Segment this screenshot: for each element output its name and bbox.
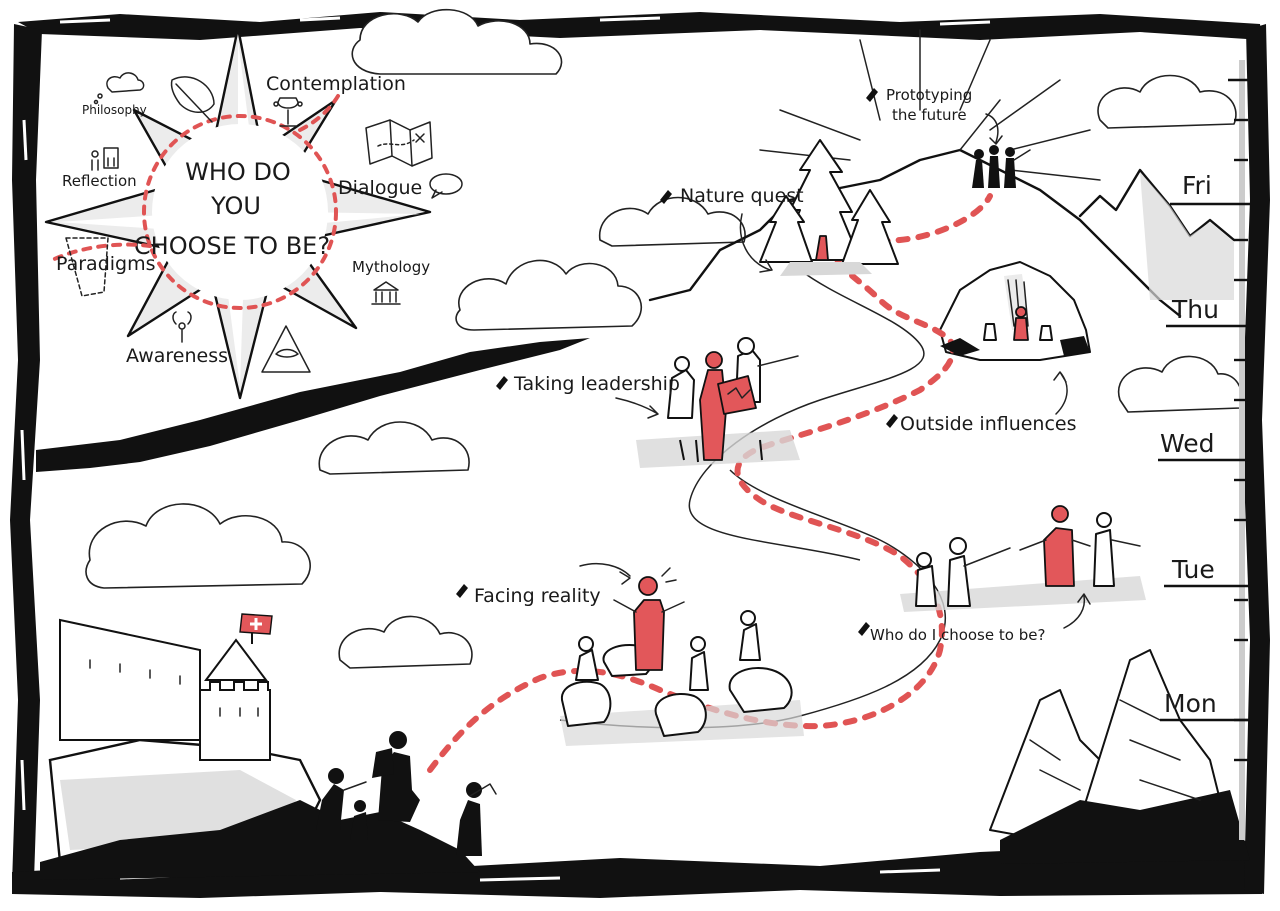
pen-icon-outside: [886, 414, 898, 428]
arrow-prototyping: [985, 113, 1003, 145]
chat-bubble-icon: [429, 173, 463, 199]
arrow-reality: [579, 562, 631, 585]
bridge-group: [900, 505, 1146, 612]
pen-icon-choose: [858, 622, 870, 636]
landscape: [36, 148, 1250, 880]
cloud-lower-center: [338, 615, 473, 669]
timeline-day-wed: Wed: [1160, 429, 1215, 458]
label-facing-reality: Facing reality: [474, 585, 601, 607]
label-outside-influences: Outside influences: [900, 413, 1077, 435]
flag-icon: [239, 613, 273, 635]
winding-road-upper: [688, 269, 925, 561]
reality-group: [560, 567, 804, 746]
trophy-icon: [273, 97, 303, 127]
eye-pyramid-icon: [261, 325, 311, 373]
frame-bottom-edge: [12, 840, 1262, 898]
castle-wall-windows: [89, 659, 181, 685]
frame-right-edge: [1242, 24, 1270, 894]
label-mythology: Mythology: [352, 258, 430, 276]
compass-title-line3: CHOOSE TO BE?: [134, 232, 330, 260]
compass-ring: [142, 114, 338, 310]
cloud-mid: [599, 196, 746, 247]
hikers: [316, 731, 497, 856]
timeline-day-thu: Thu: [1171, 295, 1219, 324]
cloud-lower-left: [85, 503, 311, 589]
timeline-day-fri: Fri: [1182, 171, 1212, 200]
cloud-top: [351, 8, 563, 75]
compass-title-line1: WHO DO: [185, 158, 291, 186]
feather-icon: [170, 76, 215, 123]
clouds: [85, 8, 1243, 669]
compass-connector-top: [298, 94, 340, 132]
arrow-leadership: [615, 397, 659, 419]
leadership-group: [636, 337, 800, 468]
far-peaks-shade: [1140, 172, 1234, 300]
castle-tower-windows: [219, 707, 259, 717]
compass-title-line2: YOU: [210, 192, 261, 220]
timeline-day-underlines: [1158, 202, 1250, 722]
castle-tower: [199, 681, 271, 761]
waterfall-people: [940, 306, 1090, 356]
map-icon: [365, 119, 433, 167]
foreground-hill: [40, 800, 480, 880]
pine-texture: [1029, 699, 1201, 801]
label-contemplation: Contemplation: [266, 73, 406, 95]
castle-wall: [59, 618, 201, 741]
compass-center: [152, 124, 328, 300]
arrow-outside: [1053, 371, 1068, 415]
timeline: Fri Thu Wed Tue Mon: [1158, 60, 1250, 840]
person-aware-icon: [172, 311, 192, 343]
timeline-day-mon: Mon: [1164, 689, 1217, 718]
arrow-nature: [739, 213, 773, 273]
pine-right-dark: [1000, 790, 1250, 864]
compass-star-highlight: [58, 40, 420, 386]
label-prototyping-1: Prototyping: [886, 86, 972, 104]
cloud-mid-left: [455, 259, 643, 331]
arrow-choose: [1063, 593, 1091, 629]
compass-rose: WHO DO YOU CHOOSE TO BE?: [44, 26, 432, 400]
castle: [59, 613, 273, 761]
cloud-right: [1097, 74, 1237, 129]
label-philosophy: Philosophy: [82, 103, 147, 117]
far-peaks: [1078, 168, 1236, 242]
cloud-right-low: [1117, 355, 1243, 413]
label-who-do-i-choose: Who do I choose to be?: [870, 626, 1045, 644]
pen-icon-leadership: [496, 376, 508, 390]
label-awareness: Awareness: [126, 345, 228, 367]
divider-ridge: [36, 338, 590, 472]
forest: [759, 139, 899, 276]
label-reflection: Reflection: [62, 172, 137, 190]
summit-people: [972, 145, 1031, 188]
label-nature-quest: Nature quest: [680, 185, 804, 207]
temple-icon: [371, 281, 401, 305]
map-frame: [10, 12, 1270, 898]
paradigms-frame-icon: [65, 237, 109, 297]
sun-rays: [759, 29, 1101, 181]
pen-icon-nature: [660, 190, 672, 204]
label-prototyping-2: the future: [892, 106, 967, 124]
timeline-day-tue: Tue: [1171, 555, 1215, 584]
cloud-thought-icon: [93, 72, 145, 105]
frame-top-edge: [18, 12, 1262, 40]
label-taking-leadership: Taking leadership: [513, 373, 680, 395]
label-paradigms: Paradigms: [56, 253, 156, 275]
label-dialogue: Dialogue: [338, 177, 422, 199]
people-reflection-icon: [91, 147, 119, 171]
castle-roof: [204, 638, 268, 681]
pen-icon-reality: [456, 584, 468, 598]
main-mountain: [648, 148, 1182, 318]
compass-connector-left: [46, 242, 152, 264]
pen-icon-prototyping: [866, 88, 878, 102]
cloud-lower-mid: [318, 421, 470, 475]
frame-left-edge: [10, 24, 42, 884]
